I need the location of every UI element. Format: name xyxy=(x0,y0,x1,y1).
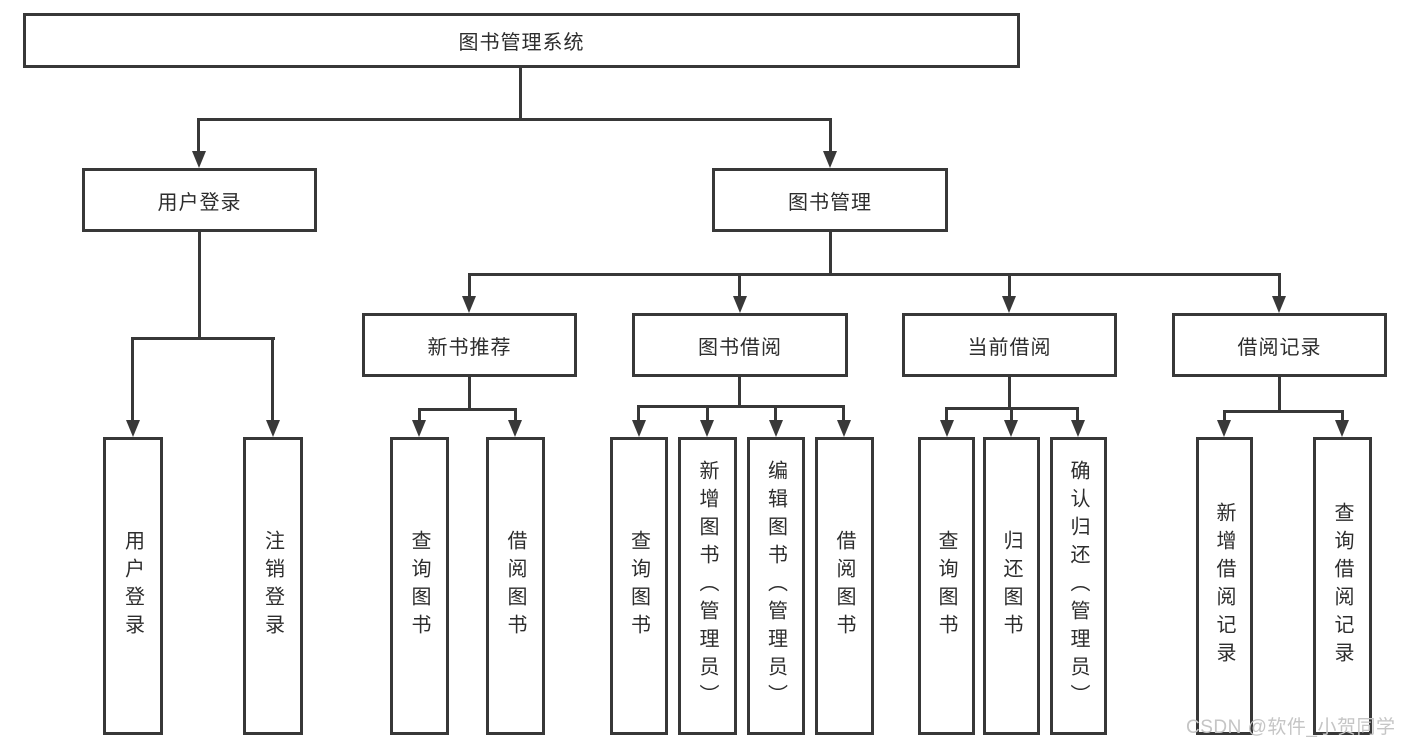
node-library-management-system: 图书管理系统 xyxy=(23,13,1020,68)
arrow-down-records-leaf1-icon xyxy=(1217,420,1231,437)
connector-level2-rail xyxy=(197,118,831,121)
connector-current-leaf3-stem xyxy=(1076,407,1079,420)
connector-user-login-rail xyxy=(131,337,275,340)
connector-borrowing-leaf2-stem xyxy=(706,405,709,420)
arrow-down-recommend-leaf2-icon xyxy=(508,420,522,437)
arrow-down-borrowing-leaf3-icon xyxy=(769,420,783,437)
arrow-down-current-leaf3-icon xyxy=(1071,420,1085,437)
arrow-down-records-leaf2-icon xyxy=(1335,420,1349,437)
connector-book-management-stem xyxy=(829,118,832,154)
connector-book-management-down xyxy=(829,232,832,275)
node-new-book-recommend: 新书推荐 xyxy=(362,313,577,377)
connector-records-leaf2-stem xyxy=(1341,410,1344,420)
connector-records-stem xyxy=(1278,273,1281,298)
connector-recommend-down xyxy=(468,377,471,408)
arrow-down-borrowing-leaf1-icon xyxy=(632,420,646,437)
leaf-add-borrow-record: 新增借阅记录 xyxy=(1196,437,1253,735)
arrow-down-current-icon xyxy=(1002,296,1016,313)
connector-borrowing-stem xyxy=(738,273,741,298)
arrow-down-current-leaf1-icon xyxy=(940,420,954,437)
arrow-down-leaf-user-login-icon xyxy=(126,420,140,437)
connector-current-leaf1-stem xyxy=(945,407,948,420)
connector-borrowing-rail xyxy=(637,405,844,408)
arrow-down-borrowing-leaf2-icon xyxy=(700,420,714,437)
arrow-down-records-icon xyxy=(1272,296,1286,313)
node-book-management: 图书管理 xyxy=(712,168,948,232)
node-borrowing-records: 借阅记录 xyxy=(1172,313,1387,377)
leaf-borrow-books: 借阅图书 xyxy=(815,437,874,735)
connector-borrowing-leaf4-stem xyxy=(842,405,845,420)
connector-current-leaf2-stem xyxy=(1010,407,1013,420)
arrow-down-borrowing-icon xyxy=(733,296,747,313)
connector-borrowing-leaf1-stem xyxy=(637,405,640,420)
node-current-borrowing: 当前借阅 xyxy=(902,313,1117,377)
arrow-down-recommend-leaf1-icon xyxy=(412,420,426,437)
arrow-down-leaf-logout-icon xyxy=(266,420,280,437)
connector-records-leaf1-stem xyxy=(1223,410,1226,420)
connector-user-login-down xyxy=(198,232,201,337)
connector-recommend-leaf1-stem xyxy=(418,408,421,421)
connector-recommend-rail xyxy=(418,408,517,411)
leaf-confirm-return-admin: 确认归还（管理员） xyxy=(1050,437,1107,735)
leaf-query-books-borrowing: 查询图书 xyxy=(610,437,668,735)
connector-records-rail xyxy=(1223,410,1343,413)
arrow-down-user-login-icon xyxy=(192,151,206,168)
connector-current-stem xyxy=(1008,273,1011,298)
leaf-user-login: 用户登录 xyxy=(103,437,163,735)
connector-leaf-user-login-stem xyxy=(131,337,134,420)
connector-recommend-stem xyxy=(468,273,471,298)
connector-records-down xyxy=(1278,377,1281,410)
leaf-query-books-current: 查询图书 xyxy=(918,437,975,735)
csdn-watermark: CSDN @软件_小贺同学 xyxy=(1186,717,1396,738)
leaf-query-books-recommend: 查询图书 xyxy=(390,437,449,735)
leaf-edit-books-admin: 编辑图书（管理员） xyxy=(747,437,805,735)
leaf-logout: 注销登录 xyxy=(243,437,303,735)
leaf-query-borrow-record: 查询借阅记录 xyxy=(1313,437,1372,735)
leaf-borrow-books-recommend: 借阅图书 xyxy=(486,437,545,735)
connector-current-down xyxy=(1008,377,1011,407)
leaf-add-books-admin: 新增图书（管理员） xyxy=(678,437,737,735)
arrow-down-borrowing-leaf4-icon xyxy=(837,420,851,437)
connector-borrowing-down xyxy=(738,377,741,405)
connector-borrowing-leaf3-stem xyxy=(774,405,777,420)
arrow-down-book-management-icon xyxy=(823,151,837,168)
connector-level3-rail xyxy=(468,273,1281,276)
connector-user-login-stem xyxy=(197,118,200,154)
arrow-down-current-leaf2-icon xyxy=(1004,420,1018,437)
leaf-return-books: 归还图书 xyxy=(983,437,1040,735)
node-user-login: 用户登录 xyxy=(82,168,317,232)
connector-leaf-logout-stem xyxy=(271,337,274,420)
arrow-down-recommend-icon xyxy=(462,296,476,313)
connector-root-stem xyxy=(519,68,522,118)
connector-recommend-leaf2-stem xyxy=(514,408,517,421)
node-book-borrowing: 图书借阅 xyxy=(632,313,848,377)
